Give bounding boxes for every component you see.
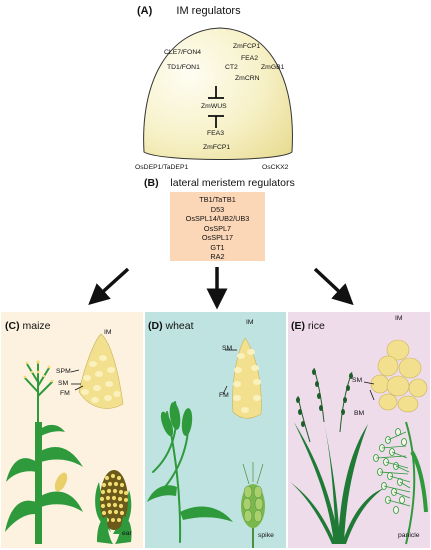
panel-d-letter: (D) (148, 320, 163, 332)
panel-a-title-text: IM regulators (176, 5, 241, 17)
lateral-item: RA2 (210, 252, 225, 261)
regulator-td1-fon1: TD1/FON1 (167, 64, 200, 71)
panel-c-letter: (C) (5, 320, 20, 332)
lateral-item: D53 (210, 204, 225, 214)
panel-e-letter: (E) (291, 320, 305, 332)
maize-im-label: IM (104, 329, 112, 336)
panel-c-name: maize (22, 320, 51, 332)
maize-sm-label: SM (58, 380, 69, 387)
regulator-ct2: CT2 (225, 64, 238, 71)
lateral-item: TB1/TaTB1 (199, 195, 236, 204)
lateral-regulators-box: TB1/TaTB1 D53 OsSPL14/UB2/UB3 OsSPL7 OsS… (170, 192, 265, 261)
wheat-illustration (147, 337, 265, 548)
maize-ear-label: ear (122, 530, 132, 537)
regulator-osckx2: OsCKX2 (262, 164, 289, 171)
lateral-item: OsSPL14/UB2/UB3 (185, 214, 250, 223)
panel-d-label: (D) wheat (148, 320, 194, 332)
lateral-item: OsSPL7 (203, 223, 232, 233)
rice-im-label: IM (395, 315, 403, 322)
panel-b-letter: (B) (144, 177, 159, 189)
panel-a-letter: (A) (137, 5, 153, 17)
lateral-item: GT1 (210, 242, 225, 252)
regulator-fea2: FEA2 (241, 55, 258, 62)
panel-d-name: wheat (165, 320, 194, 332)
arrow-to-rice (313, 267, 354, 306)
regulator-fea3: FEA3 (207, 130, 224, 137)
meristem-dome (143, 27, 293, 160)
panel-b-title-text: lateral meristem regulators (170, 177, 295, 189)
inhibition-arrow-bottom (208, 115, 224, 128)
maize-fm-label: FM (60, 390, 70, 397)
wheat-im-label: IM (246, 319, 254, 326)
panel-c-label: (C) maize (5, 320, 51, 332)
wheat-spike-detail (241, 462, 265, 548)
arrows (88, 267, 354, 310)
wheat-fm-label: FM (219, 392, 229, 399)
regulator-osdep1-tadep1: OsDEP1/TaDEP1 (135, 164, 189, 171)
maize-spm-label: SPM (56, 368, 71, 375)
wheat-spike-label: spike (258, 532, 274, 539)
rice-sm-label: SM (352, 377, 363, 384)
rice-im-cluster (370, 339, 428, 413)
regulator-zmwus: ZmWUS (201, 103, 227, 110)
panel-a-title: (A) IM regulators (137, 6, 241, 17)
rice-bm-label: BM (354, 410, 365, 417)
wheat-sm-label: SM (222, 345, 233, 352)
panel-e-name: rice (307, 320, 325, 332)
rice-panicle-label: panicle (398, 532, 420, 539)
maize-im-cone (78, 333, 124, 409)
rice-panicle-detail (373, 421, 428, 545)
regulator-zmfcp1-bottom: ZmFCP1 (203, 144, 231, 151)
inhibition-arrow-top (208, 86, 224, 99)
regulator-zmfcp1-top: ZmFCP1 (233, 43, 261, 50)
panel-b-title: (B) lateral meristem regulators (144, 178, 295, 189)
regulator-zmcrn: ZmCRN (235, 75, 260, 82)
rice-illustration (290, 339, 428, 545)
arrow-to-maize (88, 267, 130, 306)
lateral-item: OsSPL17 (201, 233, 234, 242)
regulator-zmgb1: ZmGB1 (261, 64, 285, 71)
regulator-cle7-fon4: CLE7/FON4 (164, 49, 202, 56)
panel-e-label: (E) rice (291, 320, 325, 332)
maize-illustration (5, 333, 132, 544)
